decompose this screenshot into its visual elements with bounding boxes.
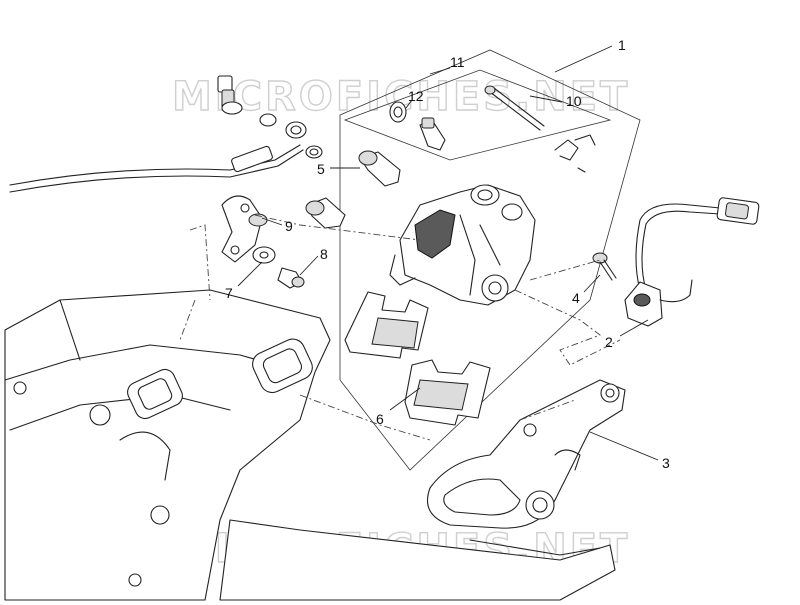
bolt-part-4	[592, 252, 617, 281]
brake-caliper	[389, 184, 536, 306]
abs-sensor-part-2	[624, 197, 760, 327]
callout-4: 4	[572, 290, 580, 306]
callout-5: 5	[317, 161, 325, 177]
callout-11: 11	[450, 54, 465, 70]
callout-labels: 1 2 3 4 5 6 7 8 9 10 11 12	[225, 37, 670, 471]
caliper-assembly-boundary	[339, 49, 641, 471]
assembly-axes	[179, 214, 621, 441]
callout-2: 2	[605, 334, 613, 350]
callout-12: 12	[408, 88, 424, 104]
bolt-part-5-a	[358, 150, 401, 187]
callout-1: 1	[618, 37, 626, 53]
callout-10: 10	[566, 93, 582, 109]
banjo-bolt	[217, 75, 243, 115]
bolt-part-8	[277, 267, 305, 289]
frame-swingarm	[4, 289, 616, 601]
brake-hose	[9, 113, 323, 193]
callout-6: 6	[376, 411, 384, 427]
bleed-screw-part-12	[389, 101, 446, 151]
caliper-bracket-part-3	[426, 379, 626, 529]
brake-pads-part-6	[344, 291, 491, 426]
callout-9: 9	[285, 218, 293, 234]
bracket-part-9	[221, 195, 268, 263]
bolt-part-5-b	[305, 197, 346, 229]
callout-3: 3	[662, 455, 670, 471]
pin-part-10	[484, 85, 596, 173]
washer-part-7	[252, 246, 276, 264]
callout-7: 7	[225, 285, 233, 301]
callout-8: 8	[320, 246, 328, 262]
leader-lines	[237, 45, 659, 461]
